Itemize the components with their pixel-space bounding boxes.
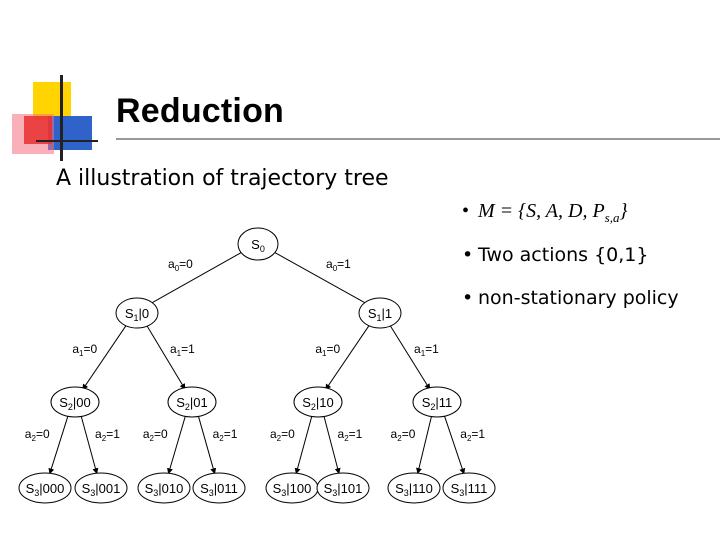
tree-node-level-3: S3|101 <box>317 473 369 503</box>
edge-action-label: a2=0 <box>143 427 168 443</box>
node-history: |1 <box>382 306 393 321</box>
node-history: |011 <box>214 481 238 496</box>
tree-edge-arrow <box>81 416 97 473</box>
tree-edge-arrow <box>326 325 370 389</box>
node-state-letter: S <box>395 481 404 496</box>
node-state-letter: S <box>251 237 260 252</box>
tree-edge-arrow <box>50 416 68 474</box>
node-history: |10 <box>316 395 334 410</box>
tree-node-label: S3|011 <box>200 481 238 498</box>
tree-node-label: S3|001 <box>82 481 121 498</box>
node-state-letter: S <box>176 395 185 410</box>
node-state-letter: S <box>26 481 35 496</box>
tree-node-level-2: S2|11 <box>413 387 461 417</box>
edge-action-label: a2=1 <box>213 427 238 443</box>
node-state-letter: S <box>59 395 68 410</box>
node-state-letter: S <box>368 306 377 321</box>
tree-node-level-3: S3|100 <box>266 473 318 503</box>
node-state-letter: S <box>324 481 333 496</box>
node-state-letter: S <box>82 481 91 496</box>
node-history: |100 <box>286 481 311 496</box>
node-history: |00 <box>73 395 91 410</box>
tree-edge-arrow <box>147 252 242 306</box>
node-state-letter: S <box>145 481 154 496</box>
node-history: |101 <box>337 481 362 496</box>
edge-action-label: a2=0 <box>25 427 50 443</box>
node-history: |11 <box>435 395 452 410</box>
tree-node-level-2: S2|10 <box>294 387 342 417</box>
tree-node-level-1: S1|0 <box>116 298 158 328</box>
node-state-letter: S <box>451 481 460 496</box>
edge-action-label: a1=1 <box>414 342 439 358</box>
edge-action-label: a0=1 <box>326 257 351 273</box>
node-history: |010 <box>158 481 183 496</box>
tree-node-label: S3|111 <box>451 481 488 498</box>
tree-edge-arrow <box>168 416 185 473</box>
tree-node-label: S3|010 <box>145 481 184 498</box>
tree-node-label: S3|100 <box>273 481 312 498</box>
tree-node-level-1: S1|1 <box>359 298 401 328</box>
edge-action-label: a2=0 <box>391 427 416 443</box>
edge-action-label: a2=0 <box>270 427 295 443</box>
tree-node-level-3: S3|110 <box>388 473 440 503</box>
tree-node-label: S2|10 <box>302 395 334 412</box>
tree-node-label: S3|000 <box>26 481 65 498</box>
tree-edge-arrow <box>324 416 339 473</box>
tree-node-label: S2|11 <box>422 395 453 412</box>
tree-node-level-3: S3|111 <box>443 473 495 503</box>
tree-node-level-2: S2|01 <box>168 387 216 417</box>
node-history: |000 <box>39 481 64 496</box>
tree-edge-arrow <box>445 416 464 474</box>
tree-edge-arrow <box>198 416 214 473</box>
edge-action-label: a1=0 <box>72 342 97 358</box>
node-state-letter: S <box>273 481 282 496</box>
edge-action-label: a1=1 <box>170 342 195 358</box>
node-state-letter: S <box>302 395 311 410</box>
tree-edge-arrow <box>296 416 312 473</box>
edge-action-label: a2=1 <box>95 427 120 443</box>
tree-node-label: S2|01 <box>176 395 208 412</box>
tree-node-level-3: S3|011 <box>193 473 245 503</box>
node-state-letter: S <box>125 306 134 321</box>
node-history: |01 <box>190 395 208 410</box>
tree-node-level-2: S2|00 <box>51 387 99 417</box>
tree-edge-arrow <box>418 416 432 473</box>
node-history: |110 <box>409 481 433 496</box>
tree-edge-arrow <box>274 252 370 306</box>
node-history: |111 <box>464 481 487 496</box>
edge-action-label: a1=0 <box>315 342 340 358</box>
node-state-letter: S <box>200 481 209 496</box>
edge-action-label: a0=0 <box>168 257 193 273</box>
tree-node-label: S3|110 <box>395 481 433 498</box>
tree-node-level-3: S3|010 <box>138 473 190 503</box>
edge-action-label: a2=1 <box>338 427 363 443</box>
node-history: |001 <box>95 481 120 496</box>
node-state-letter: S <box>422 395 431 410</box>
tree-edge-arrow <box>83 325 127 389</box>
node-history: |0 <box>139 306 150 321</box>
tree-node-label: S2|00 <box>59 395 91 412</box>
tree-node-level-3: S3|001 <box>75 473 127 503</box>
tree-node-label: S3|101 <box>324 481 363 498</box>
edge-action-label: a2=1 <box>460 427 485 443</box>
tree-root-node: S0 <box>238 228 278 260</box>
tree-node-level-3: S3|000 <box>19 473 71 503</box>
node-state-index: 0 <box>260 244 265 254</box>
